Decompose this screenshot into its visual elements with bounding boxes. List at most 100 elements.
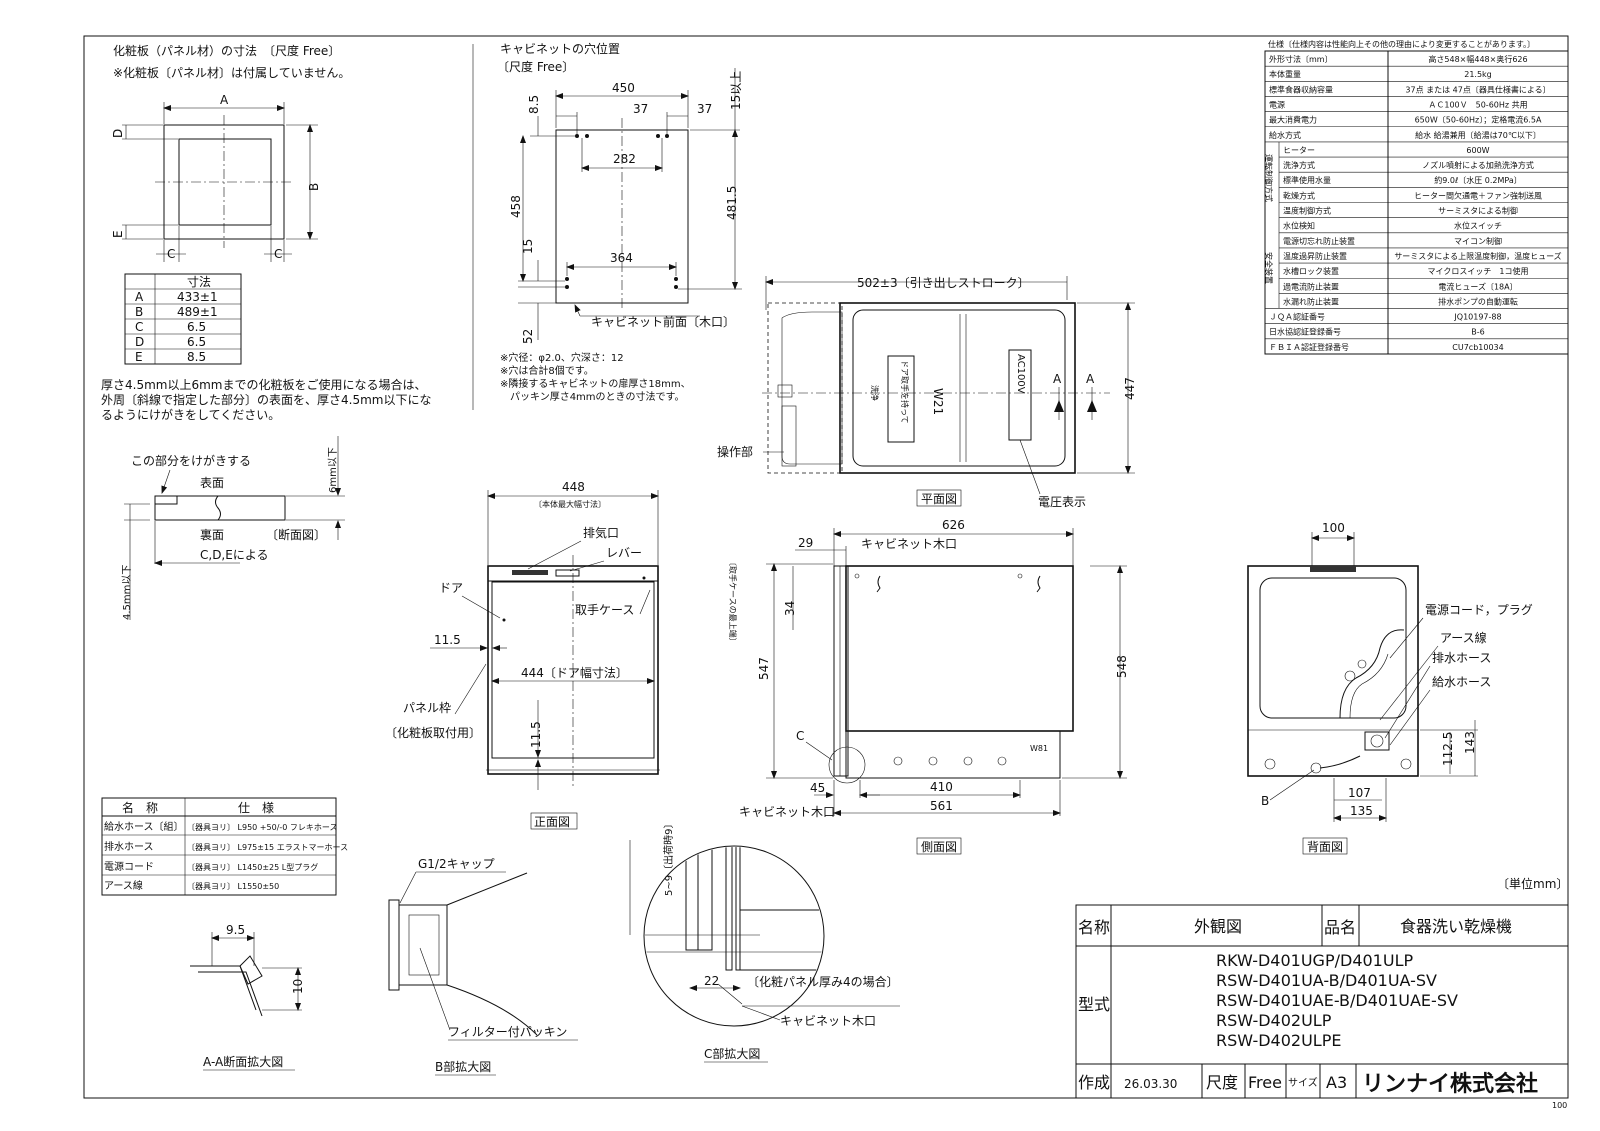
dim-15-above: 15以上 xyxy=(729,71,743,110)
tb-name-label: 名称 xyxy=(1078,918,1110,937)
spec-key-1: 本体重量 xyxy=(1269,69,1301,79)
side-detail-c-circle xyxy=(828,746,866,784)
dim-450: 450 xyxy=(612,81,635,95)
plan-drawer-outline xyxy=(767,302,843,474)
cabinet-scale: 〔尺度 Free〕 xyxy=(497,59,574,74)
side-cab-edge: キャビネット木口 xyxy=(861,537,957,551)
corner-text: 100 xyxy=(1552,1101,1567,1110)
dim-85: 8.5 xyxy=(527,95,541,114)
spec-key-13: 温度過昇防止装置 xyxy=(1283,251,1347,261)
tb-model-4: RSW-D402ULP xyxy=(1216,1011,1332,1030)
front-panel-frame-label: パネル枠 xyxy=(403,701,451,715)
dim-364: 364 xyxy=(610,251,633,265)
panel-dimension-table: 寸法 A 433±1 B 489±1 C 6.5 D 6.5 E 8.5 xyxy=(124,273,242,365)
dim-45mm: 4.5mm以下 xyxy=(122,565,133,620)
b-cap-label: G1/2キャップ xyxy=(418,857,495,871)
spec-value-0: 高さ548×幅448×奥行626 xyxy=(1428,54,1527,64)
spec-table: 仕様〔仕様内容は性能向上その他の理由により変更することがあります。〕 外形寸法〔… xyxy=(1264,39,1569,355)
side-body xyxy=(845,565,1074,732)
spec-value-13: サーミスタによる上限温度制御，温度ヒューズ xyxy=(1394,251,1561,261)
panel-section-sketch: この部分をけがきする 表面 裏面 〔断面図〕 C,D,Eによる 6mm以下 4.… xyxy=(122,436,345,620)
detail-b: G1/2キャップ フィルター付パッキン B部拡大図 xyxy=(388,857,578,1076)
spec-key-0: 外形寸法〔mm〕 xyxy=(1269,54,1333,64)
side-dim-626: 626 xyxy=(942,518,965,532)
panel-row-e-val: 8.5 xyxy=(187,350,206,364)
spec-key-15: 過電流防止装置 xyxy=(1283,281,1339,291)
spec-value-12: マイコン制御 xyxy=(1454,236,1502,246)
parts-row4-name: アース線 xyxy=(104,879,143,892)
aa-caption: A-A断面拡大図 xyxy=(203,1054,283,1069)
spec-value-8: 約9.0ℓ〔水圧 0.2MPa〕 xyxy=(1434,175,1522,185)
cabinet-note-4: パッキン厚さ4mmのときの寸法です。 xyxy=(500,390,685,403)
back-caption: 背面図 xyxy=(1307,840,1343,854)
thickness-note-3: るようにけがきをしてください。 xyxy=(101,407,280,422)
spec-value-3: ＡＣ100Ｖ 50-60Hz 共用 xyxy=(1428,100,1527,109)
plan-text-w21: W21 xyxy=(931,388,945,415)
spec-key-4: 最大消費電力 xyxy=(1269,115,1317,125)
back-dim-135: 135 xyxy=(1350,804,1373,818)
tb-made-label: 作成 xyxy=(1078,1073,1110,1092)
spec-value-10: サーミスタによる制御 xyxy=(1438,206,1518,216)
parts-row2-name: 排水ホース xyxy=(104,840,154,853)
cabinet-section: キャビネットの穴位置 〔尺度 Free〕 450 37 37 15以上 8.5 … xyxy=(497,41,743,403)
dim-37-right: 37 xyxy=(697,102,712,116)
back-supply-label: 給水ホース xyxy=(1432,675,1491,689)
plan-text-voltage: AC100V xyxy=(1015,354,1026,394)
b-filter-label: フィルター付パッキン xyxy=(448,1025,567,1039)
front-caption: 正面図 xyxy=(534,815,570,829)
title-block: 〔単位mm〕 名称 外観図 品名 食器洗い乾燥機 型式 RKW-D401UGP/… xyxy=(1075,876,1569,1099)
front-door-width: 444〔ドア幅寸法〕 xyxy=(521,665,628,680)
panel-row-d-val: 6.5 xyxy=(187,335,206,349)
plan-dim-447: 447 xyxy=(1123,377,1137,400)
tb-company: リンナイ株式会社 xyxy=(1362,1071,1538,1097)
cabinet-note-3: ※隣接するキャビネットの扉厚さ18mm、 xyxy=(500,377,691,390)
spec-group-operation: 運転制御方式 xyxy=(1264,154,1274,202)
plan-view: 502±3〔引き出しストローク〕 ドア取手を持って W21 洗浄 AC100V … xyxy=(717,276,1137,509)
detail-c: 5~9〔出荷時9〕 22 〔化粧パネル厚み4の場合〕 キャビネット木口 C部拡大… xyxy=(629,819,900,1063)
plan-body xyxy=(839,302,1076,474)
dim-c-right: C xyxy=(274,247,282,261)
section-back: 裏面 xyxy=(200,527,224,542)
front-handle-case-label: 取手ケース xyxy=(575,603,634,617)
panel-table-header: 寸法 xyxy=(187,275,211,289)
spec-value-18: B-6 xyxy=(1471,328,1484,337)
unit-label: 〔単位mm〕 xyxy=(1497,876,1568,891)
thickness-note-2: 外周〔斜線で指定した部分〕の表面を、厚さ4.5mm以下にな xyxy=(101,392,431,407)
spec-key-14: 水槽ロック装置 xyxy=(1283,266,1339,276)
panel-row-a-val: 433±1 xyxy=(177,290,218,304)
spec-title: 仕様〔仕様内容は性能向上その他の理由により変更することがあります。〕 xyxy=(1268,39,1535,49)
panel-row-d-key: D xyxy=(135,335,144,349)
spec-value-5: 給水 給湯兼用〔給湯は70℃以下〕 xyxy=(1415,130,1541,140)
tb-made-value: 26.03.30 xyxy=(1124,1077,1177,1091)
panel-title: 化粧板（パネル材）の寸法 〔尺度 Free〕 xyxy=(113,43,340,58)
dim-52: 52 xyxy=(521,329,535,344)
side-caption: 側面図 xyxy=(921,840,957,854)
c-panel-note: 〔化粧パネル厚み4の場合〕 xyxy=(747,974,899,989)
spec-key-7: 洗浄方式 xyxy=(1283,160,1315,170)
panel-row-c-val: 6.5 xyxy=(187,320,206,334)
parts-header-name: 名 称 xyxy=(122,800,158,815)
spec-key-6: ヒーター xyxy=(1283,146,1315,155)
front-door-label: ドア xyxy=(439,581,463,595)
cabinet-note-2: ※穴は合計8個です。 xyxy=(500,364,594,377)
front-dim-448: 448 xyxy=(562,480,585,494)
panel-row-b-val: 489±1 xyxy=(177,305,218,319)
spec-key-17: ＪＱＡ認証番号 xyxy=(1269,312,1325,322)
back-cord-label: 電源コード，プラグ xyxy=(1425,603,1533,617)
scribe-callout: この部分をけがきする xyxy=(131,453,251,468)
spec-value-9: ヒーター間欠通電＋ファン強制送風 xyxy=(1414,190,1542,200)
aa-dim-95: 9.5 xyxy=(226,923,245,937)
side-dim-34: 34 xyxy=(783,601,797,616)
plan-section-a2: A xyxy=(1086,372,1095,386)
c-caption: C部拡大図 xyxy=(704,1046,760,1061)
back-body xyxy=(1247,565,1419,777)
spec-key-2: 標準食器収納容量 xyxy=(1269,84,1333,94)
spec-value-17: JQ10197-88 xyxy=(1453,313,1501,322)
spec-key-10: 温度制御方式 xyxy=(1283,206,1331,216)
back-dim-143: 143 xyxy=(1463,731,1477,754)
dim-d-label: D xyxy=(111,129,125,138)
spec-key-5: 給水方式 xyxy=(1269,130,1301,140)
spec-value-14: マイクロスイッチ 1コ使用 xyxy=(1428,266,1529,276)
back-dim-107: 107 xyxy=(1348,786,1371,800)
spec-value-4: 650W〔50-60Hz〕；定格電流6.5A xyxy=(1415,115,1542,125)
